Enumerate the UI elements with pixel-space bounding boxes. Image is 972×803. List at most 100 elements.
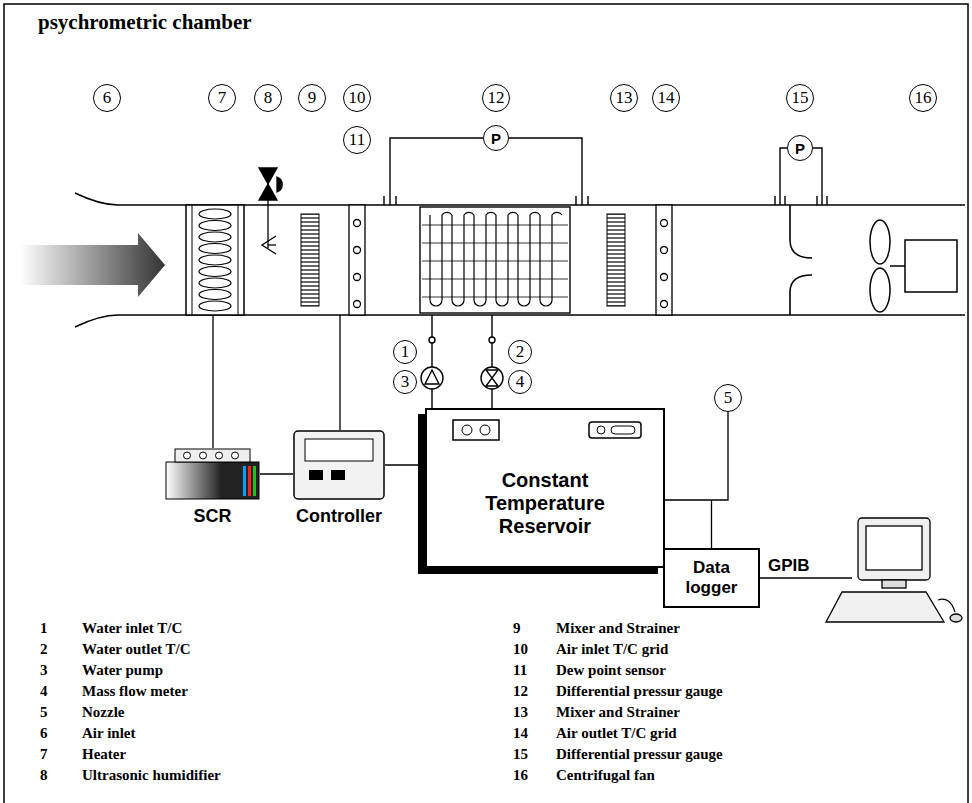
centrifugal-fan [870, 220, 957, 312]
controller-wires [339, 315, 340, 430]
legend-text: Air outlet T/C grid [556, 725, 677, 742]
ultrasonic-humidifier [259, 168, 277, 184]
tc-grid [354, 247, 361, 254]
coil-loops [452, 212, 474, 306]
callout-number: 8 [254, 84, 282, 112]
coil-loops [422, 243, 568, 244]
tc-grid [349, 205, 672, 315]
legend-number: 11 [513, 662, 527, 679]
node-text: 13 [616, 88, 633, 108]
controller-unit: Controller [293, 430, 385, 500]
callout-number: 7 [208, 84, 236, 112]
mixer-strainer [301, 214, 319, 306]
air-flow-arrow [20, 233, 165, 297]
water-loop [481, 367, 503, 389]
centrifugal-fan [870, 220, 890, 264]
legend-number: 5 [40, 704, 48, 721]
reservoir-box: Constant Temperature Reservoir [425, 408, 665, 568]
legend-number: 7 [40, 746, 48, 763]
duct [75, 193, 965, 327]
heater [186, 205, 244, 315]
ultrasonic-humidifier [268, 244, 276, 245]
coil-loops [540, 212, 562, 306]
computer [866, 526, 922, 570]
legend-number: 10 [513, 641, 528, 658]
callout-number: 2 [508, 340, 532, 364]
node-text: 3 [401, 372, 410, 392]
coil-loops [422, 297, 568, 298]
legend-text: Heater [82, 746, 126, 763]
legend-number: 4 [40, 683, 48, 700]
heater-coil [199, 232, 231, 242]
water-loop [431, 315, 432, 408]
device-label: Controller [296, 506, 382, 527]
callout-number: 9 [298, 84, 326, 112]
legend-text: Water pump [82, 662, 163, 679]
controller-wires [212, 315, 213, 448]
computer [950, 614, 962, 622]
pressure-taps [384, 138, 827, 205]
node-text: 14 [658, 88, 675, 108]
computer [826, 518, 962, 622]
frame [4, 4, 968, 803]
nozzle [790, 275, 812, 315]
node-text: P [795, 140, 805, 157]
computer [858, 518, 930, 580]
water-loop [486, 370, 498, 386]
frame [4, 4, 968, 803]
legend-text: Ultrasonic humidifier [82, 767, 221, 784]
tc-grid [349, 205, 365, 315]
legend-number: 1 [40, 620, 48, 637]
legend-text: Dew point sensor [556, 662, 666, 679]
centrifugal-fan [870, 268, 890, 312]
ultrasonic-humidifier [259, 168, 282, 254]
node-text: 10 [349, 88, 366, 108]
coil-loops [422, 212, 568, 306]
legend-text: Water outlet T/C [82, 641, 191, 658]
tc-grid [354, 220, 361, 227]
computer [882, 580, 906, 588]
callout-number: 13 [610, 84, 638, 112]
heater-coil [199, 244, 231, 254]
legend-text: Differential pressur gauge [556, 746, 723, 763]
node-text: 9 [308, 88, 317, 108]
node-text: 4 [516, 372, 525, 392]
test-coil [420, 207, 570, 313]
pressure-taps [509, 138, 582, 205]
legend-text: Mixer and Strainer [556, 620, 680, 637]
legend-number: 13 [513, 704, 528, 721]
node-text: 6 [103, 88, 112, 108]
nozzle [790, 205, 812, 258]
coil-loops [422, 279, 568, 280]
coil-loops [422, 261, 568, 262]
test-coil [420, 207, 570, 313]
heater-coil [199, 301, 231, 311]
callout-number: 6 [93, 84, 121, 112]
air-flow-arrow [20, 233, 165, 297]
coil-loops [430, 212, 452, 306]
node-text: 5 [724, 388, 733, 408]
legend-text: Mixer and Strainer [556, 704, 680, 721]
heater-coil [199, 221, 231, 231]
ultrasonic-humidifier [277, 177, 282, 192]
heater [186, 205, 244, 315]
coil-loops [496, 212, 518, 306]
ctrl-drawing [293, 430, 385, 500]
callout-number: 5 [714, 384, 742, 412]
centrifugal-fan [890, 265, 905, 267]
heater-coil [199, 267, 231, 277]
callout-number: 16 [909, 84, 937, 112]
water-loop [489, 337, 495, 343]
legend-text: Differential pressur gauge [556, 683, 723, 700]
wire [260, 473, 293, 474]
callout-number: 15 [786, 84, 814, 112]
controller-wires [213, 315, 340, 448]
node-text: 1 [401, 342, 410, 362]
callout-number: 3 [393, 370, 417, 394]
tc-grid [656, 205, 672, 315]
pressure-taps [384, 196, 588, 205]
coil-loops [474, 212, 496, 306]
